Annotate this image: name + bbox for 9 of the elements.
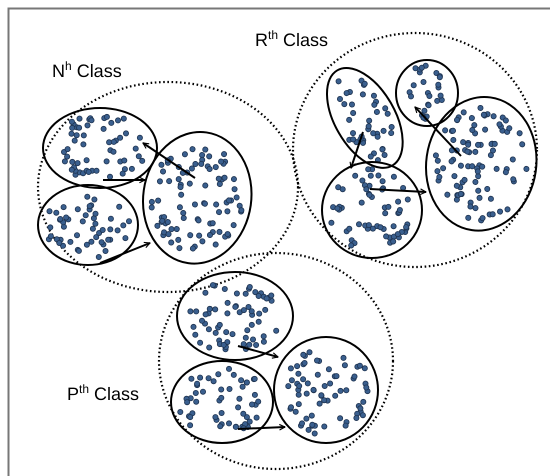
arrow (238, 424, 286, 431)
class-title: N$^{h}$ Class (52, 60, 122, 80)
arrow (100, 242, 151, 264)
arrow (370, 188, 427, 196)
class-title: R$^{th}$ Class (255, 29, 328, 49)
class-title: P$^{th}$ Class (67, 383, 140, 403)
arrow (350, 132, 364, 169)
arrow (103, 176, 146, 184)
arrow (238, 345, 279, 359)
